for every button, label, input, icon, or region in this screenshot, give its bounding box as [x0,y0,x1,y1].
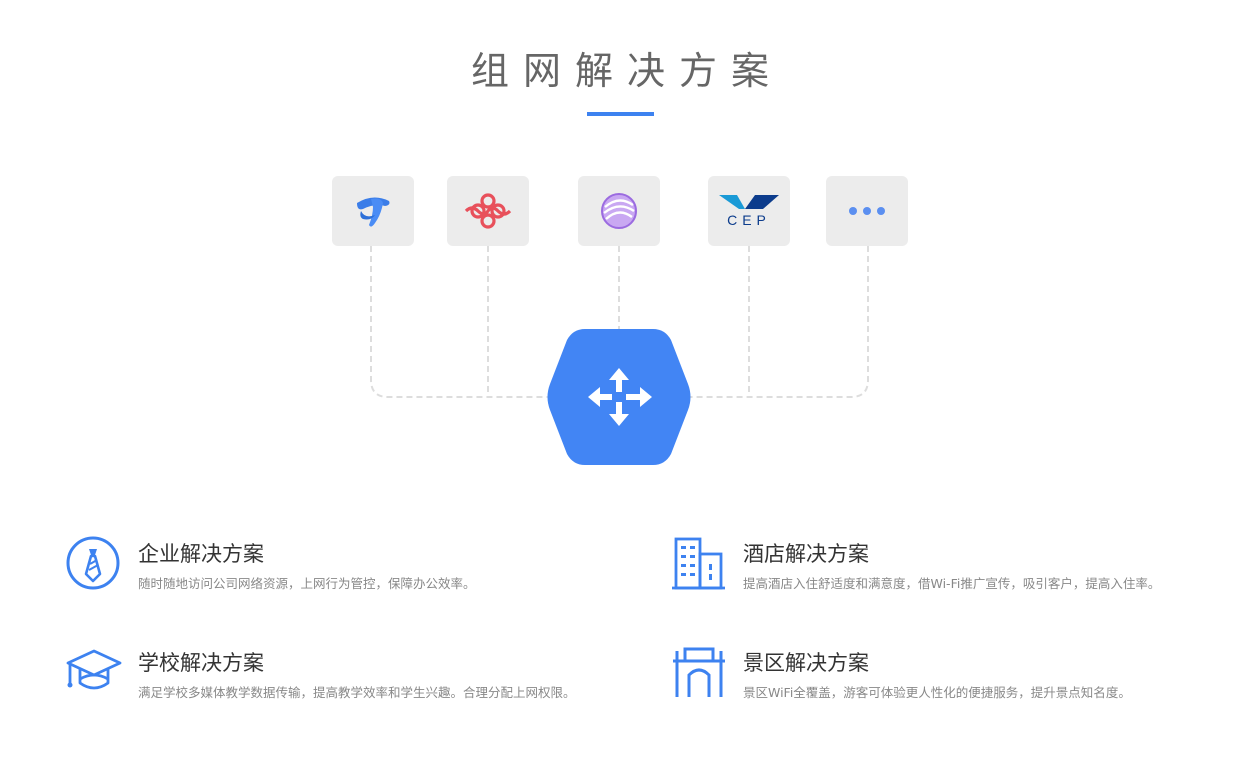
solution-enterprise[interactable]: 企业解决方案 随时随地访问公司网络资源，上网行为管控，保障办公效率。 [66,536,626,606]
solution-desc: 满足学校多媒体教学数据传输，提高教学效率和学生兴趣。合理分配上网权限。 [138,685,576,700]
necktie-icon [66,536,120,590]
solution-title: 景区解决方案 [743,651,869,675]
title-underline [587,112,654,116]
network-diagram [370,246,869,465]
page-title: 组网解决方案 [470,49,783,93]
graduation-cap-icon [66,649,122,690]
link-line-more [690,246,869,398]
carrier-tile-mobile[interactable] [578,176,660,246]
solution-title: 企业解决方案 [138,542,264,566]
solution-title: 酒店解决方案 [743,542,869,566]
solution-hotel[interactable]: 酒店解决方案 提高酒店入住舒适度和满意度，借Wi-Fi推广宣传，吸引客户，提高入… [671,536,1231,606]
carrier-tile-cep[interactable]: CEP [708,176,790,246]
hotel-building-icon [672,537,725,590]
solution-title: 学校解决方案 [138,651,264,675]
solution-desc: 随时随地访问公司网络资源，上网行为管控，保障办公效率。 [138,576,476,591]
carrier-tile-more[interactable] [826,176,908,246]
solution-desc: 提高酒店入住舒适度和满意度，借Wi-Fi推广宣传，吸引客户，提高入住率。 [743,576,1161,591]
china-mobile-logo-icon [601,193,637,229]
link-line-telecom [370,246,548,398]
more-icon [849,207,885,215]
solution-desc: 景区WiFi全覆盖，游客可体验更人性化的便捷服务，提升景点知名度。 [743,685,1131,700]
scenic-gate-icon [673,647,725,697]
router-arrows-icon [588,368,652,426]
china-telecom-logo-icon [357,197,390,227]
carrier-tile-unicom[interactable] [447,176,529,246]
carrier-tile-telecom[interactable] [332,176,414,246]
cep-logo-icon: CEP [719,195,779,228]
cep-logo-text: CEP [727,212,771,228]
china-unicom-logo-icon [464,193,512,229]
solution-scenic[interactable]: 景区解决方案 景区WiFi全覆盖，游客可体验更人性化的便捷服务，提升景点知名度。 [671,645,1231,715]
router-hub[interactable] [547,329,691,465]
solution-school[interactable]: 学校解决方案 满足学校多媒体教学数据传输，提高教学效率和学生兴趣。合理分配上网权… [66,645,626,715]
